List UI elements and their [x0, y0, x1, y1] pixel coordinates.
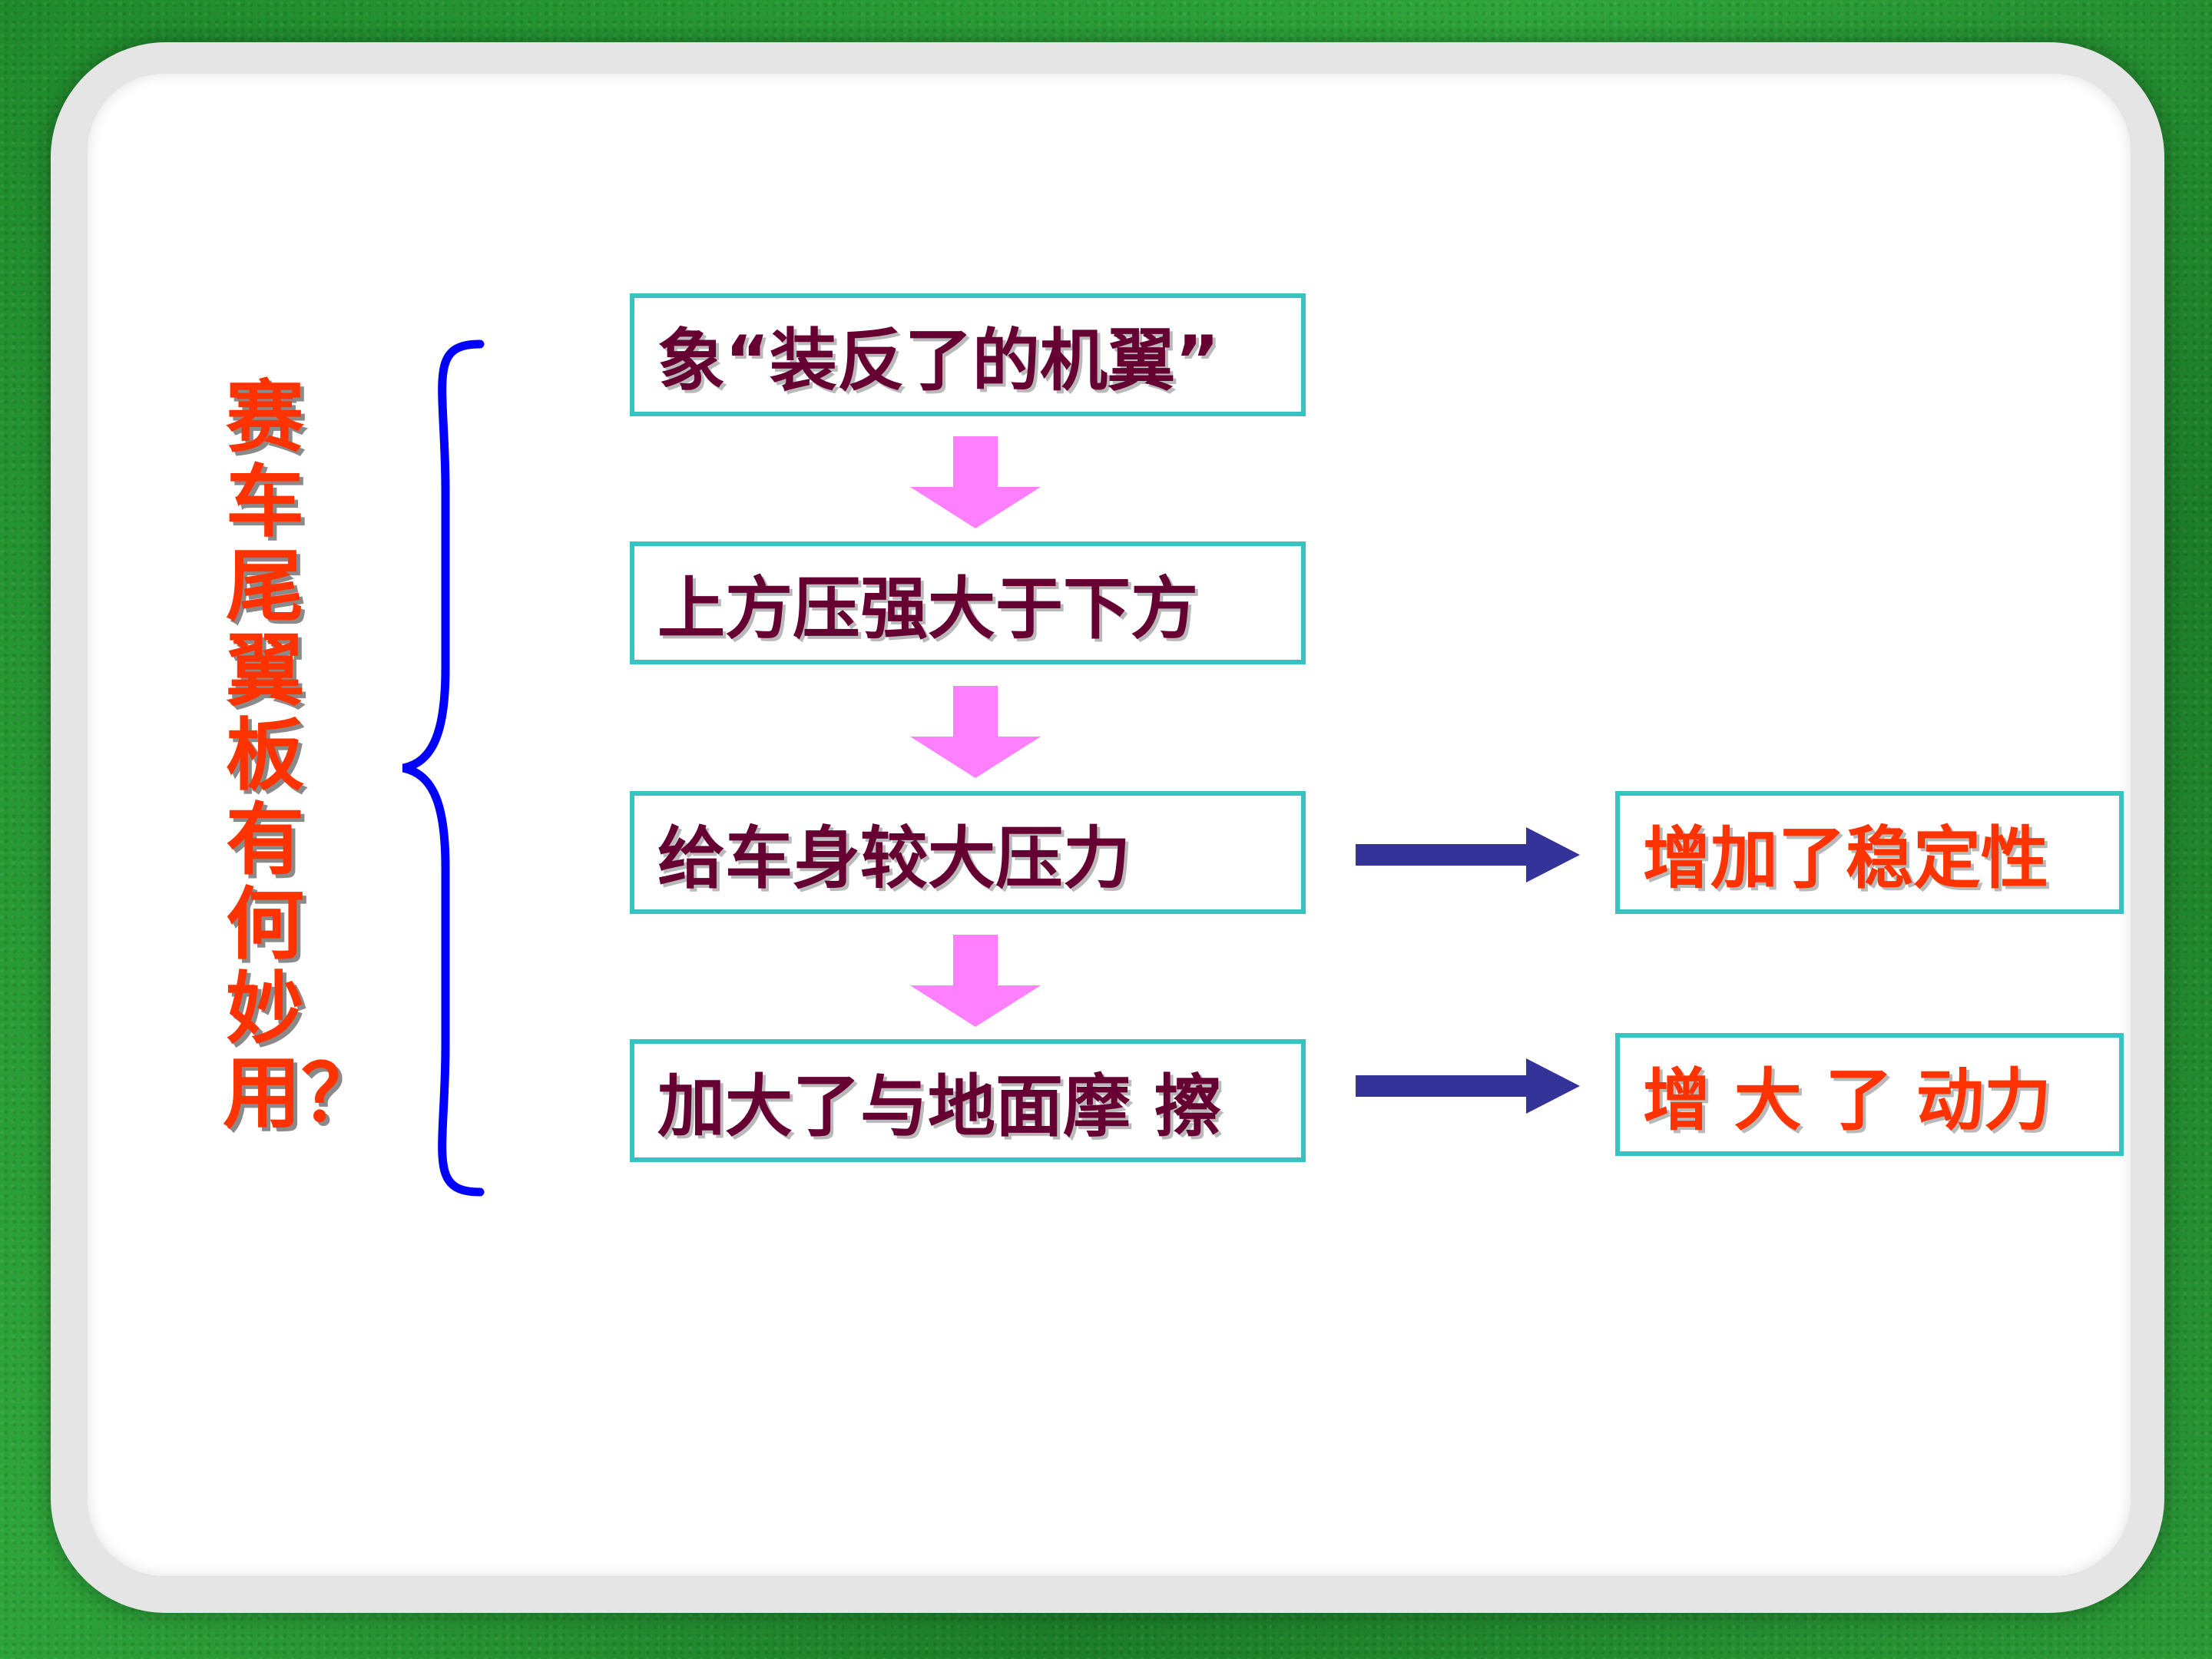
vertical-title: 赛车尾翼板有何妙用？	[223, 373, 379, 1140]
right-arrow-icon	[1356, 827, 1580, 882]
down-arrow-icon	[910, 436, 1041, 528]
step-box-4: 加大了与地面摩 擦	[630, 1039, 1306, 1162]
step-text-1: 象“装反了的机翼”	[657, 320, 1220, 400]
result-box-2: 增 大 了 动力	[1615, 1033, 2124, 1156]
step-text-3: 给车身较大压力	[657, 818, 1131, 898]
result-text-1: 增加了稳定性	[1643, 818, 2049, 898]
step-text-2: 上方压强大于下方	[657, 568, 1199, 648]
step-box-1: 象“装反了的机翼”	[630, 293, 1306, 416]
step-box-3: 给车身较大压力	[630, 791, 1306, 914]
step-box-2: 上方压强大于下方	[630, 541, 1306, 664]
down-arrow-icon	[910, 686, 1041, 778]
curly-brace-icon	[402, 339, 485, 1197]
result-box-1: 增加了稳定性	[1615, 791, 2124, 914]
right-arrow-icon	[1356, 1058, 1580, 1114]
step-text-4: 加大了与地面摩 擦	[657, 1066, 1222, 1146]
down-arrow-icon	[910, 935, 1041, 1027]
result-text-2: 增 大 了 动力	[1643, 1060, 2051, 1140]
